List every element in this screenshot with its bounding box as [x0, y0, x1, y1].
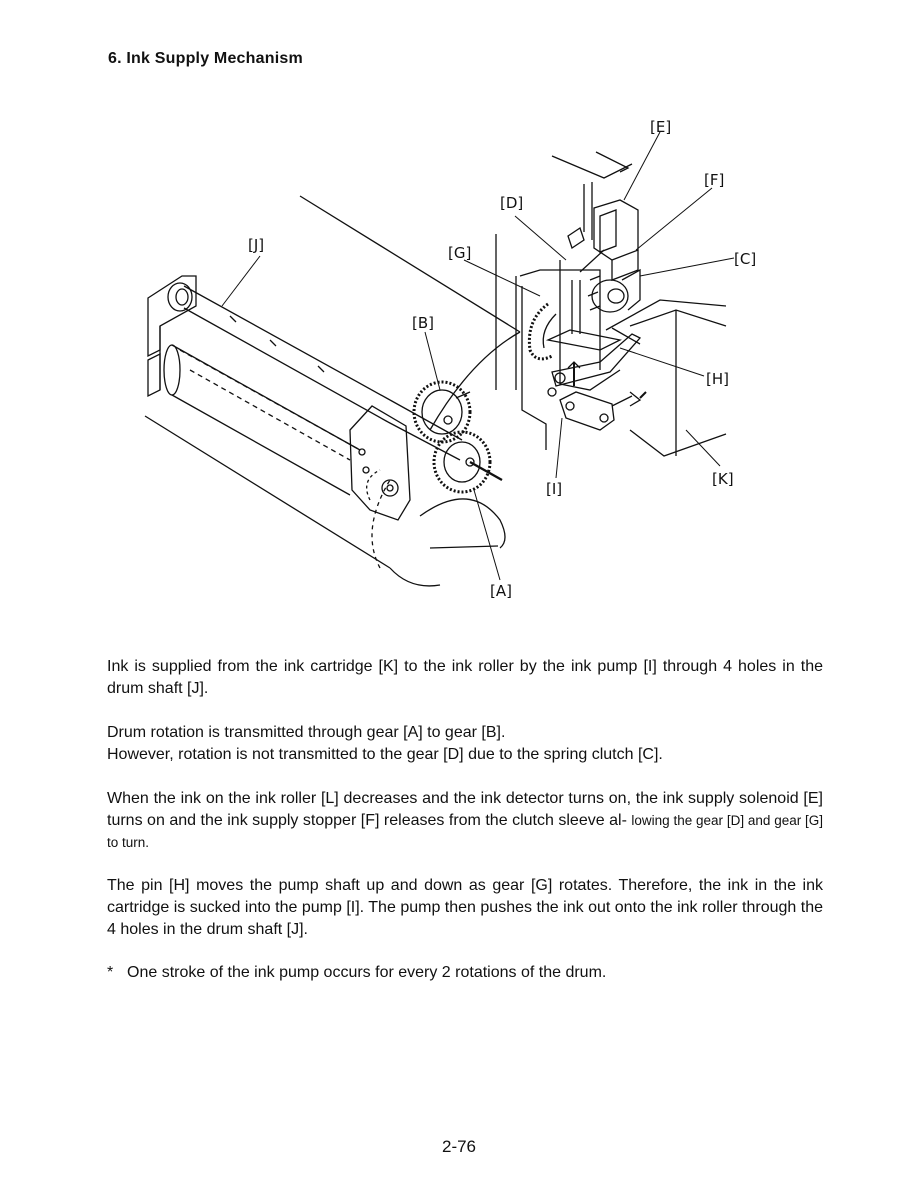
- pump-stroke-note: * One stroke of the ink pump occurs for e…: [107, 962, 606, 984]
- section-heading: 6. Ink Supply Mechanism: [108, 50, 303, 67]
- callout-e: [E]: [650, 118, 671, 136]
- paragraph-line: However, rotation is not transmitted to …: [107, 746, 663, 763]
- drum-shaft: [167, 282, 463, 461]
- gear-g: [527, 302, 557, 361]
- callout-a: [A]: [490, 582, 512, 600]
- ink-pump: [547, 387, 647, 431]
- paragraph-drum-rotation: Drum rotation is transmitted through gea…: [107, 722, 823, 766]
- paragraph-text: Ink is supplied from the ink cartridge […: [107, 658, 823, 697]
- left-frame-plate: [147, 275, 197, 398]
- paragraph-main-text: When the ink on the ink roller [L] decre…: [107, 790, 823, 829]
- ink-supply-mechanism-figure: [E] [F] [D] [J] [G] [C] [B] [H] [K] [I] …: [0, 100, 918, 620]
- spring-clutch: [587, 268, 641, 313]
- paragraph-pump-operation: The pin [H] moves the pump shaft up and …: [107, 875, 823, 941]
- pump-bracket: [495, 234, 727, 450]
- note-marker: *: [107, 964, 114, 981]
- ink-cartridge-box: [629, 309, 727, 457]
- top-plate: [551, 151, 633, 240]
- callout-labels: [E] [F] [D] [J] [G] [C] [B] [H] [K] [I] …: [248, 118, 756, 600]
- page-number: 2-76: [441, 1137, 477, 1156]
- paragraph-ink-supply: Ink is supplied from the ink cartridge […: [107, 656, 823, 700]
- callout-d: [D]: [500, 194, 523, 212]
- callout-k: [K]: [712, 470, 734, 488]
- ink-supply-solenoid: [567, 199, 639, 281]
- paragraph-tail-text: lowing the gear [D] and gear [G] to turn…: [107, 813, 824, 850]
- callout-h: [H]: [706, 370, 729, 388]
- callout-c: [C]: [734, 250, 756, 268]
- paragraph-ink-detector: When the ink on the ink roller [L] decre…: [107, 788, 823, 854]
- callout-i: [I]: [546, 480, 562, 498]
- right-drum-plate: [349, 405, 411, 521]
- callout-f: [F]: [704, 171, 724, 189]
- pump-lever: [551, 327, 642, 387]
- ink-roller: [163, 344, 361, 496]
- callout-b: [B]: [412, 314, 434, 332]
- mechanism-illustration: [E] [F] [D] [J] [G] [C] [B] [H] [K] [I] …: [144, 118, 756, 600]
- paragraph-text: When the ink on the ink roller [L] decre…: [107, 788, 823, 854]
- paragraph-text: The pin [H] moves the pump shaft up and …: [107, 877, 823, 938]
- gear-a: [432, 430, 503, 494]
- callout-j: [J]: [248, 236, 264, 254]
- drum-outline: [144, 195, 521, 587]
- note-text: One stroke of the ink pump occurs for ev…: [127, 964, 607, 981]
- leader-lines: [221, 131, 735, 581]
- paragraph-line: Drum rotation is transmitted through gea…: [107, 724, 506, 741]
- callout-g: [G]: [448, 244, 471, 262]
